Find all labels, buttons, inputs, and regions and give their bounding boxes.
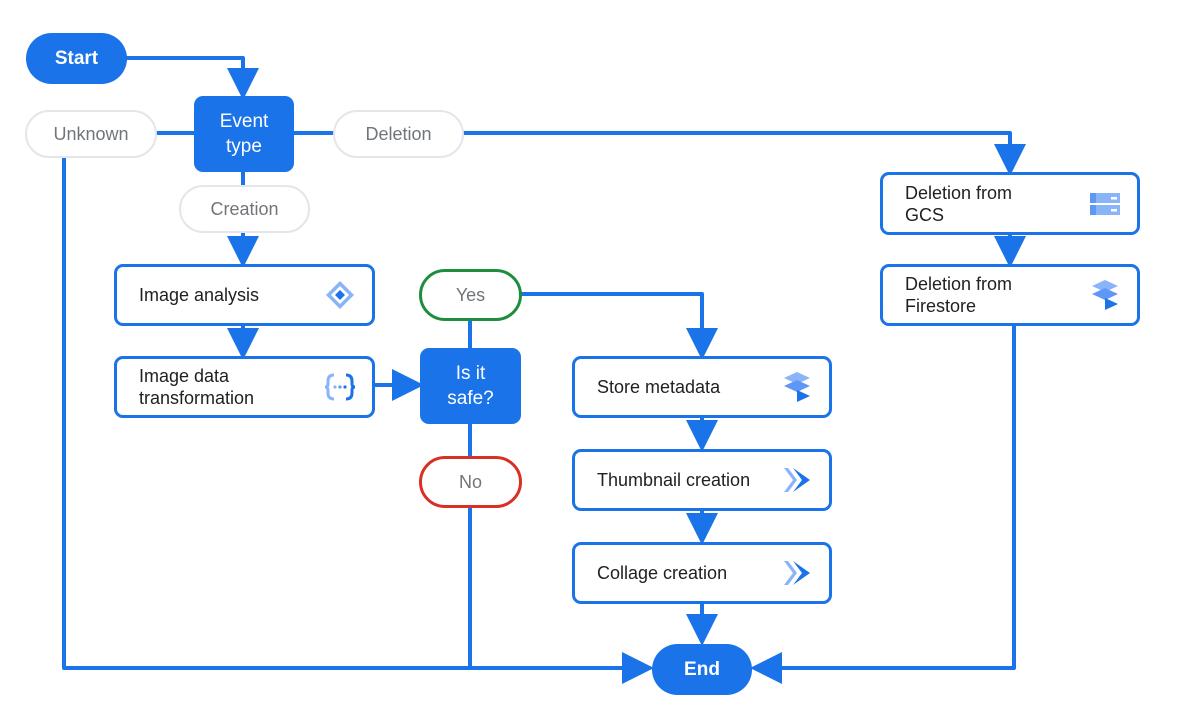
end-node: End — [652, 644, 752, 695]
start-node: Start — [26, 33, 127, 84]
thumbnail-creation-label: Thumbnail creation — [597, 470, 751, 490]
creation-node: Creation — [179, 185, 310, 233]
edge-start-event — [126, 56, 259, 100]
vision-ai-icon — [322, 277, 358, 313]
no-node: No — [419, 456, 522, 508]
workflows-icon — [322, 369, 358, 405]
deletion-from-gcs-node: Deletion from GCS — [880, 172, 1140, 235]
collage-creation-label: Collage creation — [597, 563, 728, 583]
edge-deletion-gcs — [462, 131, 1026, 176]
image-analysis-node: Image analysis — [114, 264, 375, 326]
unknown-node: Unknown — [25, 110, 157, 158]
deletion-node: Deletion — [333, 110, 464, 158]
edge-yes-store — [520, 292, 718, 360]
firestore-icon — [779, 369, 815, 405]
store-metadata-label: Store metadata — [597, 377, 721, 397]
collage-creation-node: Collage creation — [572, 542, 832, 604]
image-data-transformation-node: Image data transformation — [114, 356, 375, 418]
thumbnail-creation-node: Thumbnail creation — [572, 449, 832, 511]
store-metadata-node: Store metadata — [572, 356, 832, 418]
cloud-run-icon — [779, 462, 815, 498]
is-it-safe-node: Is it safe? — [420, 348, 521, 424]
event-type-node: Event type — [194, 96, 294, 172]
cloud-run-icon — [779, 555, 815, 591]
yes-node: Yes — [419, 269, 522, 321]
image-data-transformation-label: Image data transformation — [139, 366, 255, 408]
edge-firestore-end — [750, 326, 1016, 684]
image-analysis-label: Image analysis — [139, 285, 260, 305]
deletion-from-gcs-label: Deletion from GCS — [905, 182, 1013, 225]
edge-unknown-end — [62, 158, 654, 684]
deletion-from-firestore-label: Deletion from Firestore — [905, 274, 1013, 316]
deletion-from-firestore-node: Deletion from Firestore — [880, 264, 1140, 326]
firestore-icon — [1087, 277, 1123, 313]
cloud-storage-icon — [1087, 186, 1123, 222]
